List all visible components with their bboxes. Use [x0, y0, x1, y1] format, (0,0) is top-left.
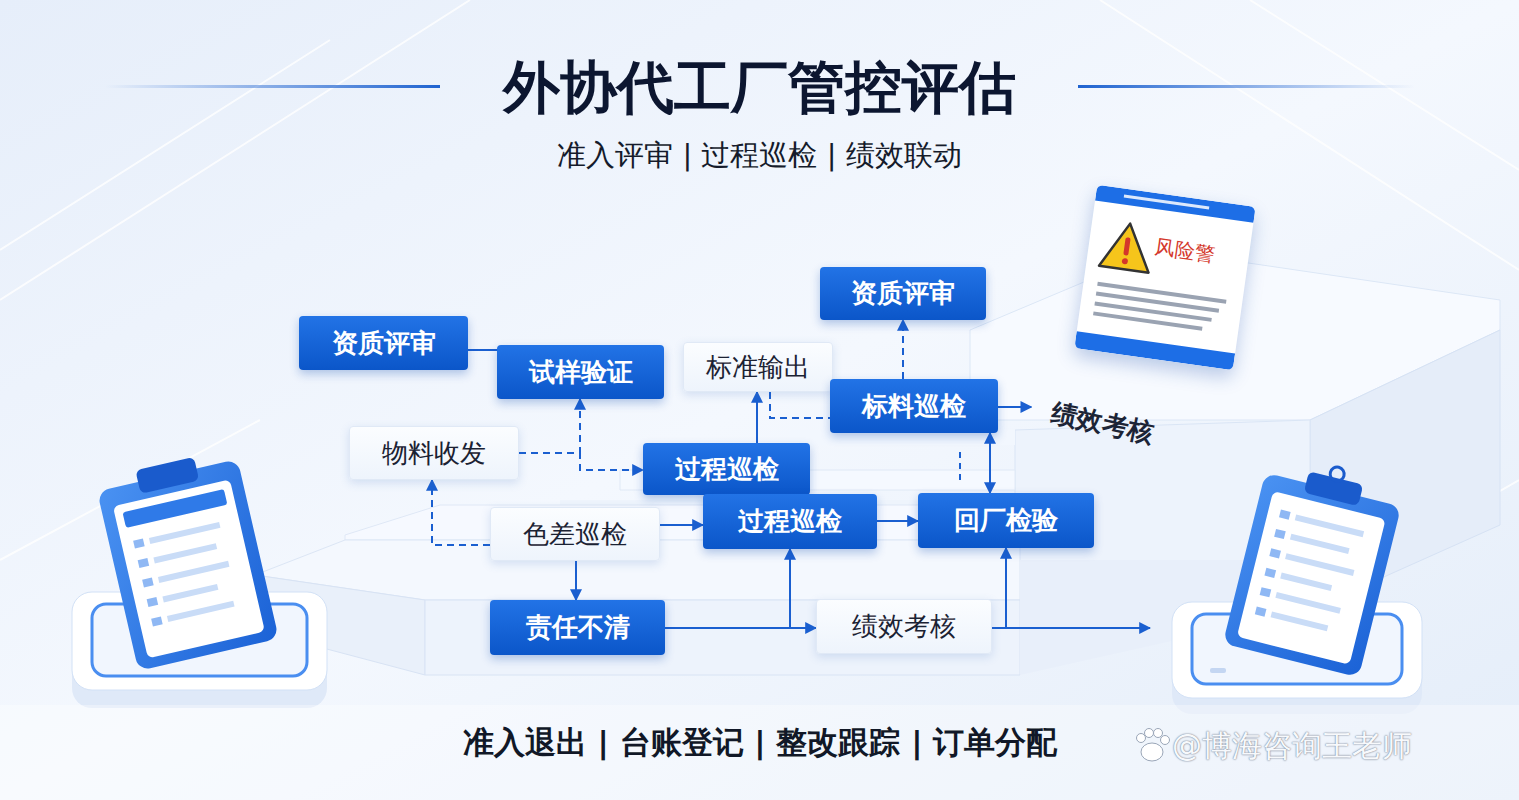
node-text: 绩效考核 — [1048, 395, 1157, 451]
node-text: 标料巡检 — [862, 389, 966, 424]
flow-connector — [992, 548, 1006, 628]
clipboard-icon — [1223, 450, 1407, 677]
process-box: 资质评审 — [820, 267, 986, 320]
subtitle: 准入评审 | 过程巡检 | 绩效联动 — [0, 136, 1519, 176]
node-text: 试样验证 — [529, 355, 633, 390]
footer-tags: 准入退出 | 台账登记 | 整改跟踪 | 订单分配 — [360, 722, 1160, 764]
node-text: 资质评审 — [851, 276, 955, 311]
watermark: @博海咨询王老师 — [1172, 726, 1502, 767]
note-box: 物料收发 — [349, 426, 519, 480]
node-text: 色差巡检 — [523, 517, 627, 552]
stair-steps — [255, 505, 1310, 675]
clipboard-icon — [94, 447, 278, 670]
node-text: 过程巡检 — [738, 504, 842, 539]
process-box: 回厂检验 — [918, 493, 1094, 548]
footer-band — [0, 705, 1519, 800]
flow-connector — [519, 399, 580, 453]
flow-connector — [756, 392, 758, 443]
flow-connector — [660, 524, 703, 526]
note-box: 色差巡检 — [490, 507, 660, 561]
node-text: 资质评审 — [332, 326, 436, 361]
node-text: 物料收发 — [382, 436, 486, 471]
risk-card: 风险警 — [1074, 185, 1255, 371]
flow-connector — [998, 406, 1031, 408]
note-box: 绩效考核 — [816, 599, 992, 654]
title-rule — [105, 85, 440, 88]
node-text: 责任不清 — [526, 610, 630, 645]
flow-connector — [989, 433, 991, 493]
flow-connector — [468, 349, 497, 351]
diagram-title: 外协代工厂管控评估 — [0, 50, 1519, 127]
note-box: 标准输出 — [683, 342, 833, 392]
flow-connector — [519, 453, 643, 470]
process-box: 过程巡检 — [643, 443, 810, 495]
flow-connector — [665, 549, 790, 628]
node-text: 绩效考核 — [852, 609, 956, 644]
node-text: 回厂检验 — [954, 503, 1058, 538]
flow-connector — [575, 561, 577, 600]
slanted-label-node: 绩效考核 — [1031, 385, 1173, 462]
process-box: 资质评审 — [299, 316, 468, 370]
node-text: 风险警 — [1153, 233, 1216, 268]
flow-connector — [902, 320, 904, 379]
leader-arrow — [1006, 627, 1150, 629]
process-box: 试样验证 — [497, 345, 664, 399]
node-text: 标准输出 — [706, 350, 810, 385]
process-box: 过程巡检 — [703, 494, 877, 549]
node-text: 过程巡检 — [675, 452, 779, 487]
flow-connector — [432, 480, 490, 545]
flow-connector — [770, 392, 830, 418]
process-box: 责任不清 — [490, 600, 665, 655]
process-box: 标料巡检 — [830, 379, 998, 433]
watermark-logo — [1137, 729, 1170, 762]
flow-connector — [877, 520, 918, 522]
leader-line — [959, 452, 961, 482]
title-rule — [1078, 85, 1415, 88]
